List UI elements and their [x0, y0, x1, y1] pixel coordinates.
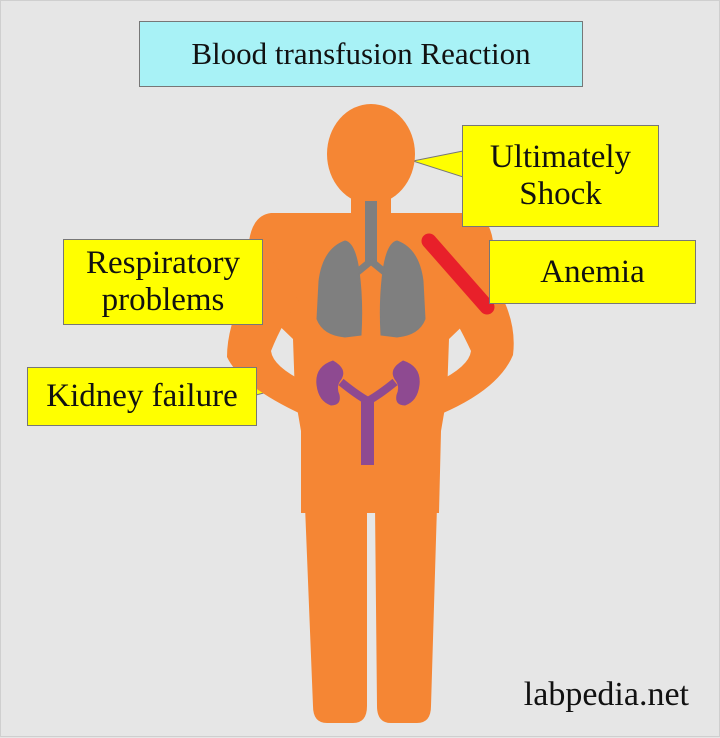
kidneys-group: [316, 360, 420, 465]
shock-callout-line-2: Shock: [519, 176, 602, 212]
arm-blood-vessel-shape: [421, 233, 495, 315]
anemia-callout: Anemia: [489, 240, 696, 304]
left-lung-shape: [316, 240, 363, 338]
right-leg-shape: [375, 506, 437, 723]
torso-shape: [243, 213, 499, 513]
right-kidney-shape: [392, 360, 420, 406]
respiratory-callout-line-2: problems: [101, 282, 225, 318]
kidney-callout: Kidney failure: [27, 367, 257, 426]
trachea-shape: [365, 201, 377, 263]
source-watermark: labpedia.net: [523, 676, 689, 713]
head-shape: [327, 104, 415, 204]
left-leg-shape: [305, 506, 367, 723]
bladder-tube-shape: [361, 397, 374, 465]
respiratory-callout-line-1: Respiratory: [86, 245, 240, 282]
respiratory-callout: Respiratory problems: [63, 239, 263, 325]
left-kidney-shape: [316, 360, 344, 406]
lungs-group: [316, 201, 426, 338]
anemia-callout-label: Anemia: [540, 253, 645, 290]
diagram-title: Blood transfusion Reaction: [191, 35, 531, 71]
shock-callout-pointer: [411, 150, 464, 178]
title-box: Blood transfusion Reaction: [139, 21, 583, 87]
right-lung-shape: [379, 240, 426, 338]
shock-callout-line-1: Ultimately: [489, 139, 632, 176]
shock-callout: Ultimately Shock: [462, 125, 659, 227]
kidney-callout-label: Kidney failure: [46, 378, 238, 415]
